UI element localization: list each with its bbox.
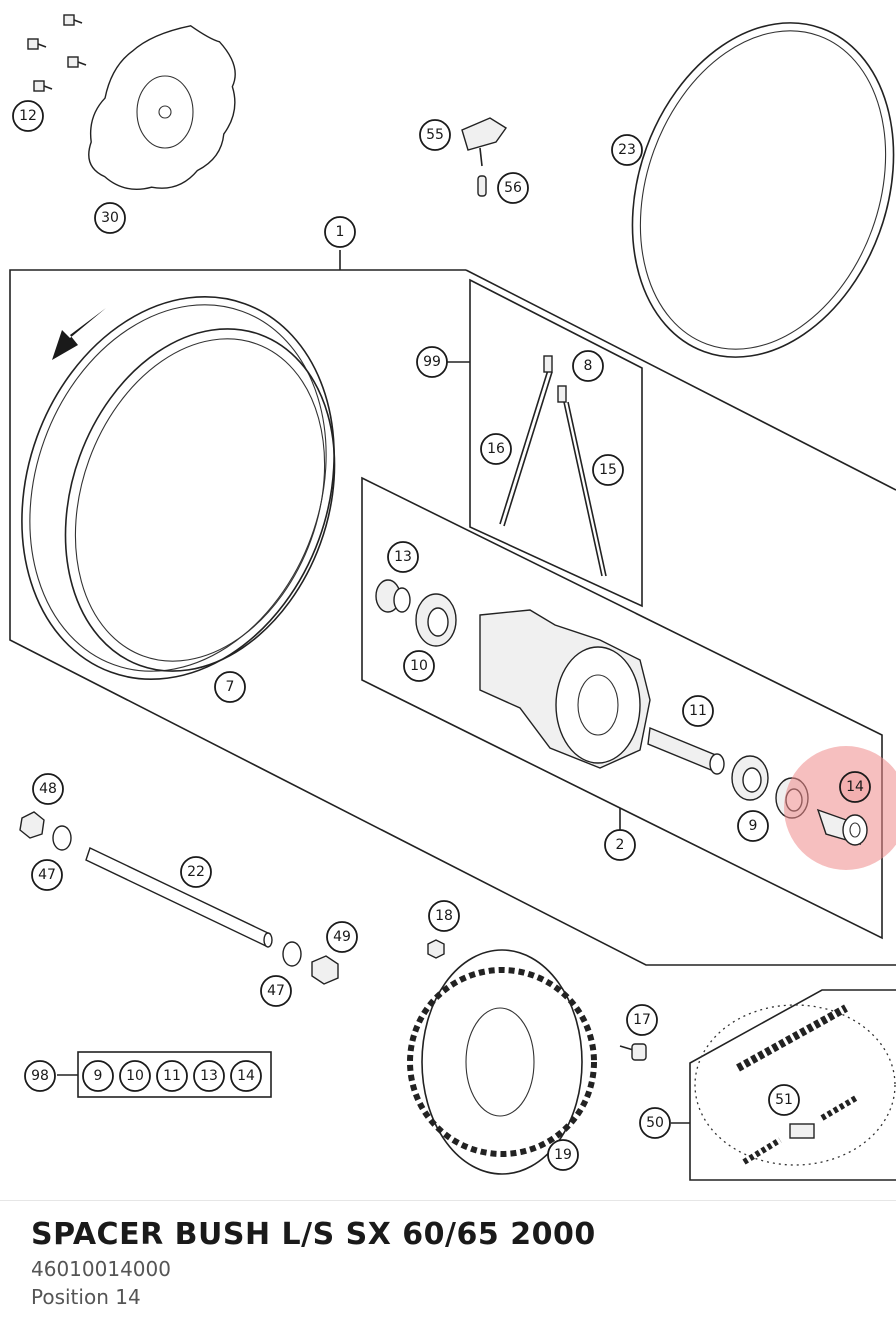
- callout-23[interactable]: 23: [611, 134, 643, 166]
- callout-17[interactable]: 17: [626, 1004, 658, 1036]
- callout-15[interactable]: 15: [592, 454, 624, 486]
- svg-text:14: 14: [237, 1068, 255, 1084]
- callout-1[interactable]: 1: [324, 216, 356, 248]
- part-position: Position 14: [31, 1285, 141, 1309]
- highlight-marker: [784, 746, 896, 870]
- axle: [85, 847, 273, 948]
- callout-47b[interactable]: 47: [260, 975, 292, 1007]
- callout-10[interactable]: 10: [403, 650, 435, 682]
- spacer-bush-14: [816, 808, 868, 846]
- svg-text:11: 11: [689, 703, 707, 719]
- callout-22[interactable]: 22: [180, 856, 212, 888]
- callout-50[interactable]: 50: [639, 1107, 671, 1139]
- svg-text:17: 17: [633, 1012, 651, 1028]
- svg-text:15: 15: [599, 462, 617, 478]
- callout-2[interactable]: 2: [604, 829, 636, 861]
- svg-text:56: 56: [504, 180, 522, 196]
- kit-98-item-9[interactable]: 9: [82, 1060, 114, 1092]
- svg-text:14: 14: [846, 779, 864, 795]
- svg-text:98: 98: [31, 1068, 49, 1084]
- svg-text:10: 10: [126, 1068, 144, 1084]
- callout-7[interactable]: 7: [214, 671, 246, 703]
- callout-8[interactable]: 8: [572, 350, 604, 382]
- callout-56[interactable]: 56: [497, 172, 529, 204]
- callout-99[interactable]: 99: [416, 346, 448, 378]
- callout-48[interactable]: 48: [32, 773, 64, 805]
- spacer-tube-11: [647, 727, 725, 775]
- svg-text:47: 47: [38, 867, 56, 883]
- kit-98-item-13[interactable]: 13: [193, 1060, 225, 1092]
- kit-98-item-11[interactable]: 11: [156, 1060, 188, 1092]
- callout-49[interactable]: 49: [326, 921, 358, 953]
- callout-13[interactable]: 13: [387, 541, 419, 573]
- svg-text:22: 22: [187, 864, 205, 880]
- svg-text:99: 99: [423, 354, 441, 370]
- kit-98-item-14[interactable]: 14: [230, 1060, 262, 1092]
- bolt-17: [619, 1043, 647, 1061]
- svg-text:12: 12: [19, 108, 37, 124]
- svg-text:10: 10: [410, 658, 428, 674]
- svg-text:51: 51: [775, 1092, 793, 1108]
- nut-48: [19, 811, 45, 839]
- callout-30[interactable]: 30: [94, 202, 126, 234]
- svg-text:49: 49: [333, 929, 351, 945]
- callout-19[interactable]: 19: [547, 1139, 579, 1171]
- callout-16[interactable]: 16: [480, 433, 512, 465]
- svg-text:55: 55: [426, 127, 444, 143]
- svg-text:8: 8: [584, 358, 593, 374]
- hub: [479, 609, 651, 769]
- callout-98[interactable]: 98: [24, 1060, 56, 1092]
- svg-text:19: 19: [554, 1147, 572, 1163]
- svg-text:16: 16: [487, 441, 505, 457]
- callout-9[interactable]: 9: [737, 810, 769, 842]
- svg-text:13: 13: [394, 549, 412, 565]
- svg-text:13: 13: [200, 1068, 218, 1084]
- kit-98-item-10[interactable]: 10: [119, 1060, 151, 1092]
- callout-55[interactable]: 55: [419, 119, 451, 151]
- valve-cap: [461, 117, 508, 197]
- svg-text:47: 47: [267, 983, 285, 999]
- callout-51[interactable]: 51: [768, 1084, 800, 1116]
- svg-text:9: 9: [749, 818, 758, 834]
- svg-text:50: 50: [646, 1115, 664, 1131]
- part-title: SPACER BUSH L/S SX 60/65 2000: [31, 1217, 596, 1252]
- svg-text:18: 18: [435, 908, 453, 924]
- nut-49: [311, 955, 339, 985]
- part-info-panel: SPACER BUSH L/S SX 60/65 2000 4601001400…: [0, 1200, 896, 1336]
- svg-text:2: 2: [616, 837, 625, 853]
- callout-14[interactable]: 14: [839, 771, 871, 803]
- bearing-10: [415, 593, 457, 647]
- rim: [21, 296, 336, 680]
- washer-47a: [52, 825, 72, 851]
- sprocket: [407, 949, 597, 1175]
- svg-text:30: 30: [101, 210, 119, 226]
- rotation-arrow-icon: [52, 305, 110, 360]
- brake-disc: [88, 25, 236, 190]
- svg-text:48: 48: [39, 781, 57, 797]
- nut-18: [427, 939, 445, 959]
- callout-18[interactable]: 18: [428, 900, 460, 932]
- bearing-13: [375, 579, 411, 613]
- callout-47a[interactable]: 47: [31, 859, 63, 891]
- svg-text:11: 11: [163, 1068, 181, 1084]
- parts-diagram: 12 30 55 56 23 1 99 8 16 15 13 10 7 11 1…: [9, 14, 896, 1181]
- svg-text:1: 1: [336, 224, 345, 240]
- svg-text:9: 9: [94, 1068, 103, 1084]
- disc-bolts: [27, 14, 87, 92]
- svg-text:23: 23: [618, 142, 636, 158]
- svg-text:7: 7: [226, 679, 235, 695]
- spokes: [499, 355, 607, 577]
- callout-11[interactable]: 11: [682, 695, 714, 727]
- part-number: 46010014000: [31, 1257, 171, 1281]
- washer-47b: [282, 941, 302, 967]
- callout-12[interactable]: 12: [12, 100, 44, 132]
- chain: [694, 1004, 896, 1166]
